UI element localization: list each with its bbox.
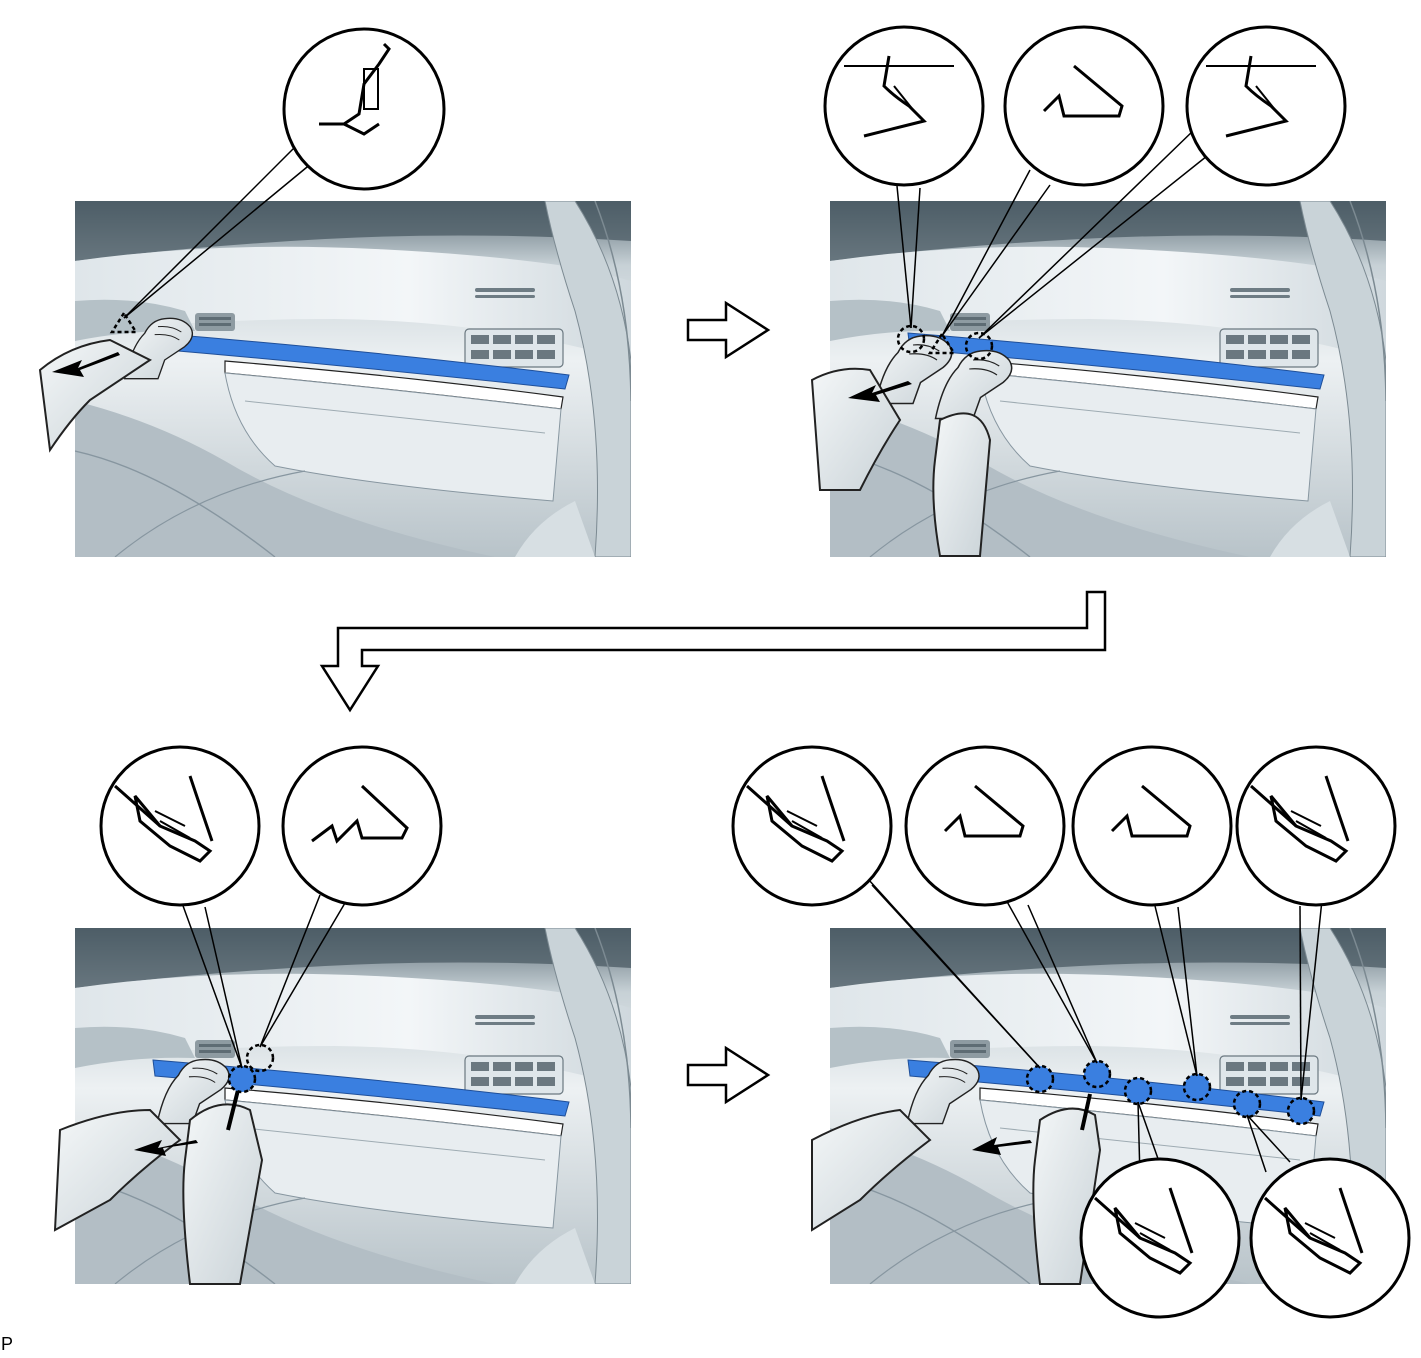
right-forearm bbox=[932, 412, 992, 557]
clip-circle-marker bbox=[964, 331, 994, 361]
detail-circle bbox=[1071, 745, 1233, 907]
step-3-to-4-arrow bbox=[686, 1045, 771, 1105]
clip-circle-marker bbox=[896, 324, 926, 354]
left-forearm bbox=[811, 1108, 932, 1232]
clip-circle-marker bbox=[245, 1043, 275, 1073]
right-forearm bbox=[182, 1103, 264, 1285]
step-3-panel bbox=[53, 745, 631, 1285]
detail-circle bbox=[99, 745, 261, 907]
clip-circle-marker bbox=[1082, 1059, 1112, 1089]
detail-circle bbox=[823, 25, 985, 187]
claw-triangle-marker bbox=[109, 310, 139, 334]
pull-direction-arrow bbox=[848, 381, 912, 402]
left-forearm bbox=[53, 1108, 182, 1232]
detail-circle bbox=[282, 27, 446, 191]
pull-direction-arrow bbox=[134, 1140, 198, 1156]
step-1-to-2-arrow bbox=[686, 300, 771, 360]
clip-circle-marker bbox=[1232, 1089, 1262, 1119]
clip-circle-marker bbox=[1182, 1072, 1212, 1102]
claw-triangle-marker bbox=[927, 331, 957, 355]
step-2-panel bbox=[810, 25, 1386, 557]
leader-line bbox=[123, 157, 319, 319]
detail-circle bbox=[1079, 1157, 1241, 1319]
detail-circle bbox=[731, 745, 893, 907]
leader-line bbox=[123, 139, 303, 319]
pull-direction-arrow bbox=[972, 1137, 1032, 1155]
step-2-to-3-arrow bbox=[319, 590, 1107, 713]
detail-circle bbox=[1249, 1157, 1411, 1319]
dashboard-scene bbox=[75, 928, 631, 1284]
clip-circle-marker bbox=[1286, 1096, 1316, 1126]
figure-code: P bbox=[1, 1334, 14, 1354]
step-4-panel bbox=[731, 745, 1411, 1319]
pull-direction-arrow bbox=[52, 352, 120, 377]
detail-circle bbox=[904, 745, 1066, 907]
detail-circle bbox=[1185, 25, 1347, 187]
screwdriver bbox=[226, 1089, 240, 1131]
step-1-panel bbox=[38, 27, 631, 557]
screwdriver bbox=[1080, 1093, 1092, 1131]
detail-circle bbox=[1003, 25, 1165, 187]
clip-circle-marker bbox=[227, 1064, 257, 1094]
clip-circle-marker bbox=[1123, 1076, 1153, 1106]
clip-circle-marker bbox=[1025, 1064, 1055, 1094]
detail-circle bbox=[1235, 745, 1397, 907]
detail-circle bbox=[281, 745, 443, 907]
